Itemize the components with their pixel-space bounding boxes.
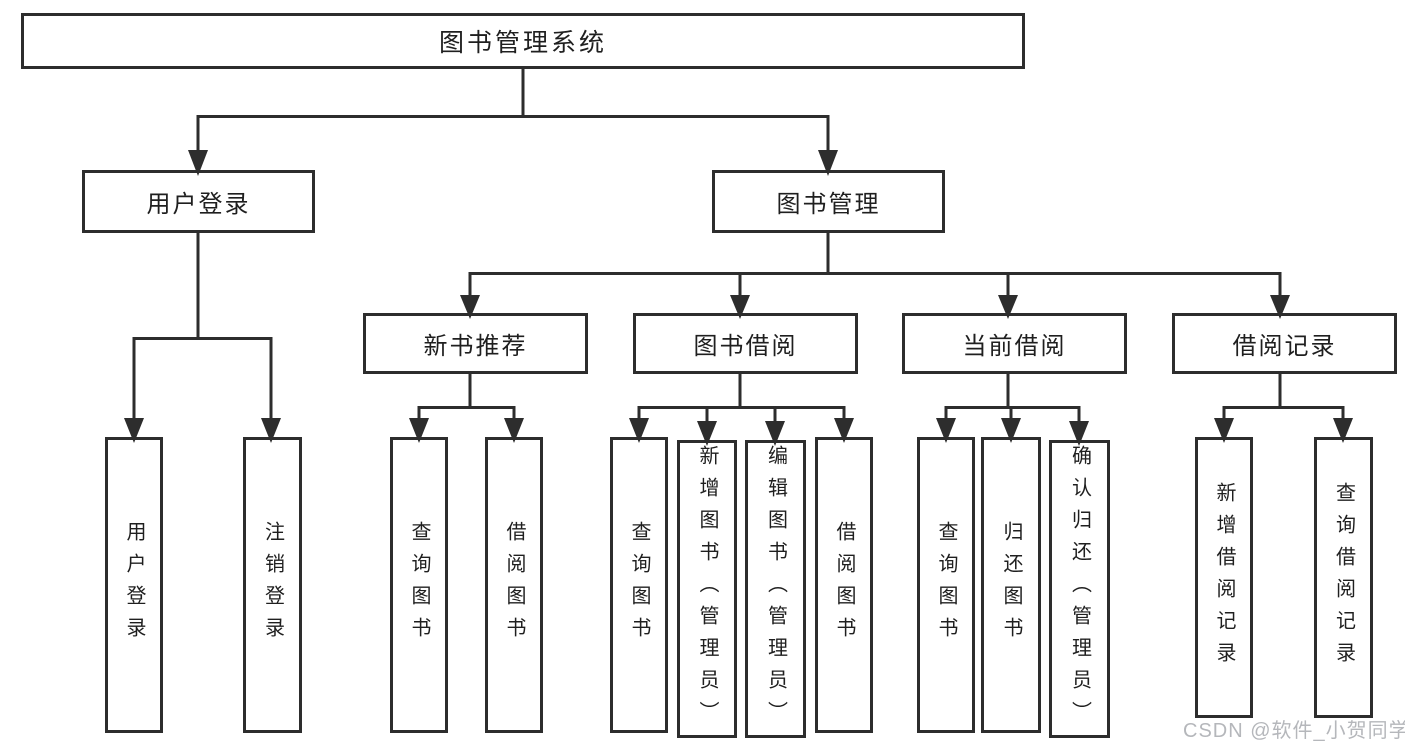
csdn-watermark: CSDN @软件_小贺同学 xyxy=(1183,720,1405,742)
node-user-login: 用户登录 xyxy=(82,170,315,233)
leaf-newbook-query-books: 查询图书 xyxy=(390,437,448,733)
node-root: 图书管理系统 xyxy=(21,13,1025,69)
leaf-borrow-edit-books-admin: 编辑图书（管理员） xyxy=(745,440,806,738)
leaf-newbook-borrow-books-label: 借阅图书 xyxy=(503,521,525,649)
leaf-user-login: 用户登录 xyxy=(105,437,163,733)
connector-new-book-to-leaves xyxy=(417,374,516,420)
connector-borrow-record-to-leaves xyxy=(1222,374,1345,420)
node-borrow-records-label: 借阅记录 xyxy=(1232,333,1337,360)
connector-user-login-to-leaves xyxy=(132,233,273,419)
leaf-borrow-add-books-admin: 新增图书（管理员） xyxy=(677,440,737,738)
leaf-borrow-query-books-label: 查询图书 xyxy=(628,521,650,649)
leaf-borrow-edit-books-admin-label: 编辑图书（管理员） xyxy=(764,445,787,733)
node-new-book-recommend: 新书推荐 xyxy=(363,313,588,374)
connector-book-borrow-to-leaves xyxy=(637,374,846,423)
node-book-management-label: 图书管理 xyxy=(776,191,881,218)
node-root-label: 图书管理系统 xyxy=(438,29,607,57)
leaf-logout-label: 注销登录 xyxy=(261,521,284,649)
leaf-newbook-query-books-label: 查询图书 xyxy=(408,521,430,649)
leaf-borrow-query-books: 查询图书 xyxy=(610,437,668,733)
leaf-current-query-books: 查询图书 xyxy=(917,437,975,733)
leaf-current-confirm-return-admin: 确认归还（管理员） xyxy=(1049,440,1110,738)
leaf-user-login-label: 用户登录 xyxy=(123,521,145,649)
leaf-borrow-borrow-books: 借阅图书 xyxy=(815,437,873,733)
leaf-current-return-books-label: 归还图书 xyxy=(1000,521,1022,649)
leaf-current-confirm-return-admin-label: 确认归还（管理员） xyxy=(1068,445,1091,733)
leaf-record-query-record-label: 查询借阅记录 xyxy=(1332,481,1355,674)
node-book-borrow-label: 图书借阅 xyxy=(693,333,798,360)
leaf-record-query-record: 查询借阅记录 xyxy=(1314,437,1373,718)
leaf-borrow-borrow-books-label: 借阅图书 xyxy=(833,521,855,649)
connector-book-mgmt-to-sections xyxy=(468,233,1282,297)
node-book-borrow: 图书借阅 xyxy=(633,313,858,374)
node-current-borrow-label: 当前借阅 xyxy=(962,333,1067,360)
leaf-newbook-borrow-books: 借阅图书 xyxy=(485,437,543,733)
leaf-borrow-add-books-admin-label: 新增图书（管理员） xyxy=(696,445,718,733)
leaf-current-query-books-label: 查询图书 xyxy=(935,521,957,649)
node-new-book-recommend-label: 新书推荐 xyxy=(423,333,528,360)
leaf-record-add-record-label: 新增借阅记录 xyxy=(1213,481,1235,674)
connector-root-to-branches xyxy=(196,69,830,152)
node-user-login-label: 用户登录 xyxy=(146,191,251,218)
leaf-current-return-books: 归还图书 xyxy=(981,437,1041,733)
connector-current-borrow-to-leaves xyxy=(944,374,1081,423)
leaf-logout: 注销登录 xyxy=(243,437,302,733)
node-book-management: 图书管理 xyxy=(712,170,945,233)
node-borrow-records: 借阅记录 xyxy=(1172,313,1397,374)
node-current-borrow: 当前借阅 xyxy=(902,313,1127,374)
leaf-record-add-record: 新增借阅记录 xyxy=(1195,437,1253,718)
